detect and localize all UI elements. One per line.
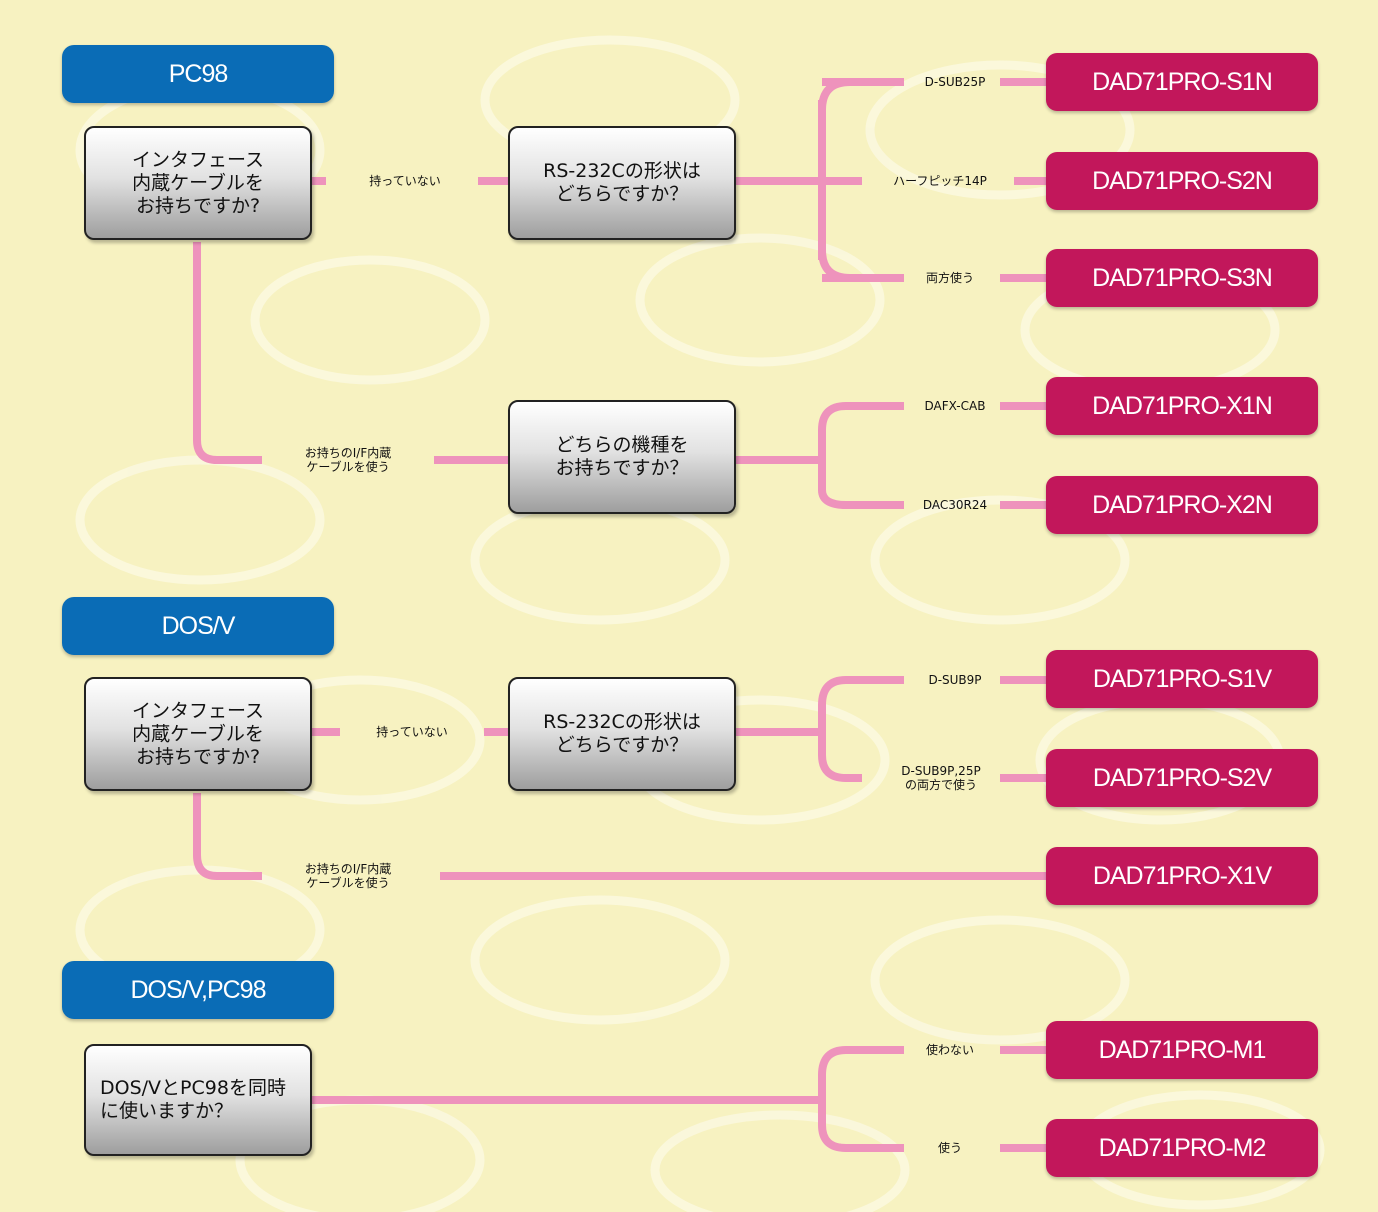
product-dad71pro-x1n: DAD71PRO-X1N xyxy=(1046,377,1318,435)
question-model-pc98: どちらの機種を お持ちですか？ xyxy=(508,400,736,514)
option-halfpitch14p: ハーフピッチ14P xyxy=(893,174,987,188)
question-simultaneous-use: DOS/VとPC98を同時 に使いますか？ xyxy=(84,1044,312,1156)
option-dsub9p-25p-both: D-SUB9P,25P の両方で使う xyxy=(901,764,981,792)
section-header-pc98: PC98 xyxy=(62,45,334,103)
question-cable-pc98: インタフェース 内蔵ケーブルを お持ちですか? xyxy=(84,126,312,240)
product-dad71pro-x1v: DAD71PRO-X1V xyxy=(1046,847,1318,905)
option-dac30r24: DAC30R24 xyxy=(922,498,988,512)
label-use-own-cable-pc98: お持ちのI/F内蔵 ケーブルを使う xyxy=(304,446,392,474)
option-both-pc98: 両方使う xyxy=(925,271,974,285)
question-rs232c-shape-pc98: RS-232Cの形状は どちらですか？ xyxy=(508,126,736,240)
label-use-own-cable-dosv: お持ちのI/F内蔵 ケーブルを使う xyxy=(304,862,392,890)
question-cable-dosv: インタフェース 内蔵ケーブルを お持ちですか? xyxy=(84,677,312,791)
product-dad71pro-s3n: DAD71PRO-S3N xyxy=(1046,249,1318,307)
product-dad71pro-m2: DAD71PRO-M2 xyxy=(1046,1119,1318,1177)
section-header-dosv: DOS/V xyxy=(62,597,334,655)
label-no-cable-dosv: 持っていない xyxy=(376,725,448,739)
question-rs232c-shape-dosv: RS-232Cの形状は どちらですか？ xyxy=(508,677,736,791)
product-dad71pro-s1v: DAD71PRO-S1V xyxy=(1046,650,1318,708)
product-dad71pro-s1n: DAD71PRO-S1N xyxy=(1046,53,1318,111)
section-header-dosv-pc98: DOS/V,PC98 xyxy=(62,961,334,1019)
product-dad71pro-s2n: DAD71PRO-S2N xyxy=(1046,152,1318,210)
option-dafx-cab: DAFX-CAB xyxy=(924,399,986,413)
option-dsub9p: D-SUB9P xyxy=(928,673,982,687)
option-use: 使う xyxy=(937,1141,962,1155)
label-no-cable-pc98: 持っていない xyxy=(369,174,441,188)
option-not-use: 使わない xyxy=(925,1043,974,1057)
product-dad71pro-m1: DAD71PRO-M1 xyxy=(1046,1021,1318,1079)
product-dad71pro-x2n: DAD71PRO-X2N xyxy=(1046,476,1318,534)
option-dsub25p: D-SUB25P xyxy=(924,75,986,89)
product-dad71pro-s2v: DAD71PRO-S2V xyxy=(1046,749,1318,807)
